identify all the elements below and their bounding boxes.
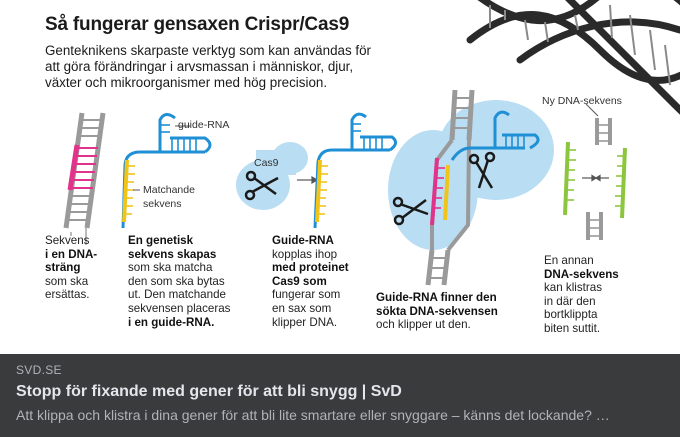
caption-line: sekvensen placeras bbox=[128, 302, 230, 316]
caption-line: Cas9 som bbox=[272, 275, 349, 289]
diagram-artwork bbox=[63, 0, 680, 286]
caption-text-bold: Cas9 som bbox=[272, 274, 327, 288]
caption-line: ut. Den matchande bbox=[128, 288, 230, 302]
arrow-right-icon bbox=[297, 175, 319, 185]
caption-text-bold: med proteinet bbox=[272, 261, 349, 275]
caption-line: ersättas. bbox=[45, 288, 97, 302]
article-description: Att klippa och klistra i dina gener för … bbox=[16, 407, 610, 423]
site-domain: SVD.SE bbox=[16, 363, 62, 377]
caption-text-bold: Guide-RNA finner den bbox=[376, 291, 497, 304]
caption-line: sekvens skapas bbox=[128, 248, 230, 262]
infographic-title: Så fungerar gensaxen Crispr/Cas9 bbox=[45, 14, 350, 35]
caption-line: med proteinet bbox=[272, 261, 349, 275]
caption-text: fungerar som bbox=[272, 288, 341, 302]
caption-text-bold: DNA-sekvens bbox=[544, 267, 619, 281]
caption-line: En genetisk bbox=[128, 234, 230, 248]
step-5-caption: En annan DNA-sekvens kan klistras in där… bbox=[544, 254, 619, 336]
caption-line: sträng bbox=[45, 261, 97, 275]
scissors-icon bbox=[392, 151, 496, 226]
caption-line: klipper DNA. bbox=[272, 316, 349, 330]
caption-text-bold: i en DNA- bbox=[45, 247, 98, 261]
caption-line: En annan bbox=[544, 254, 619, 268]
caption-line: som ska matcha bbox=[128, 261, 230, 275]
caption-line: sökta DNA-sekvensen bbox=[376, 305, 498, 319]
caption-text-bold: i en guide-RNA. bbox=[128, 315, 215, 329]
caption-text: biten suttit. bbox=[544, 321, 601, 335]
caption-text: kopplas ihop bbox=[272, 247, 338, 261]
caption-line: Sekvens bbox=[45, 234, 97, 248]
matching-sequence-label-line2: sekvens bbox=[143, 198, 182, 210]
scissors-icon bbox=[244, 170, 279, 201]
crispr-infographic[interactable]: Så fungerar gensaxen Crispr/Cas9 Gentekn… bbox=[0, 0, 680, 354]
caption-text: och klipper ut den. bbox=[376, 318, 471, 332]
new-dna-sequence-label: Ny DNA-sekvens bbox=[542, 95, 622, 107]
link-preview-footer[interactable]: SVD.SE Stopp för fixande med gener för a… bbox=[0, 354, 680, 437]
caption-line: fungerar som bbox=[272, 288, 349, 302]
caption-text: som ska bbox=[45, 274, 89, 288]
caption-line: i en DNA- bbox=[45, 248, 97, 262]
caption-line: kan klistras bbox=[544, 281, 619, 295]
caption-line: in där den bbox=[544, 295, 619, 309]
guide-rna-icon bbox=[121, 113, 212, 229]
caption-text: den som ska bytas bbox=[128, 274, 225, 288]
caption-text: ut. Den matchande bbox=[128, 288, 226, 302]
matching-sequence-label-line1: Matchande bbox=[143, 184, 195, 196]
caption-text: En annan bbox=[544, 254, 594, 267]
step-1-caption: Sekvens i en DNA- sträng som ska ersätta… bbox=[45, 234, 97, 302]
caption-text: som ska matcha bbox=[128, 261, 213, 275]
caption-text: bortklippta bbox=[544, 308, 598, 322]
caption-text: en sax som bbox=[272, 301, 332, 315]
caption-text-bold: sökta DNA-sekvensen bbox=[376, 304, 498, 318]
step-4-caption: Guide-RNA finner den sökta DNA-sekvensen… bbox=[376, 291, 498, 332]
caption-line: i en guide-RNA. bbox=[128, 316, 230, 330]
new-dna-sequence-icon bbox=[563, 103, 627, 240]
caption-text-bold: Guide-RNA bbox=[272, 234, 334, 247]
caption-line: Guide-RNA finner den bbox=[376, 291, 498, 305]
caption-text: klipper DNA. bbox=[272, 315, 338, 329]
caption-line: den som ska bytas bbox=[128, 275, 230, 289]
leader-lines bbox=[70, 228, 87, 245]
article-headline[interactable]: Stopp för fixande med gener för att bli … bbox=[16, 383, 402, 400]
caption-text-bold: sträng bbox=[45, 261, 81, 275]
double-helix-rungs bbox=[489, 4, 671, 86]
caption-text: in där den bbox=[544, 294, 596, 308]
step-2-caption: En genetisk sekvens skapas som ska match… bbox=[128, 234, 230, 329]
caption-line: och klipper ut den. bbox=[376, 318, 498, 332]
caption-text: sekvensen placeras bbox=[128, 301, 231, 315]
infographic-intro: Genteknikens skarpaste verktyg som kan a… bbox=[45, 43, 485, 91]
caption-text-bold: sekvens skapas bbox=[128, 247, 217, 261]
caption-line: Guide-RNA bbox=[272, 234, 349, 248]
guide-rna-cas9-icon bbox=[313, 112, 397, 229]
caption-text-bold: En genetisk bbox=[128, 234, 194, 247]
caption-text: kan klistras bbox=[544, 281, 602, 295]
dna-unzipped-icon bbox=[425, 89, 540, 286]
intro-line: Genteknikens skarpaste verktyg som kan a… bbox=[45, 43, 372, 58]
cas9-label: Cas9 bbox=[254, 157, 279, 169]
intro-line: växter och mikroorganismer med hög preci… bbox=[45, 75, 328, 90]
caption-line: bortklippta bbox=[544, 308, 619, 322]
caption-line: DNA-sekvens bbox=[544, 268, 619, 282]
caption-line: en sax som bbox=[272, 302, 349, 316]
caption-line: biten suttit. bbox=[544, 322, 619, 336]
dna-strand-icon bbox=[63, 112, 106, 229]
double-helix-icon bbox=[466, 0, 680, 115]
guide-rna-label: guide-RNA bbox=[178, 119, 230, 131]
caption-text: Sekvens bbox=[45, 234, 90, 247]
step-3-caption: Guide-RNA kopplas ihop med proteinet Cas… bbox=[272, 234, 349, 329]
intro-line: att göra förändringar i arvsmassan i män… bbox=[45, 59, 354, 74]
caption-text: ersättas. bbox=[45, 288, 90, 302]
caption-line: som ska bbox=[45, 275, 97, 289]
caption-line: kopplas ihop bbox=[272, 248, 349, 262]
